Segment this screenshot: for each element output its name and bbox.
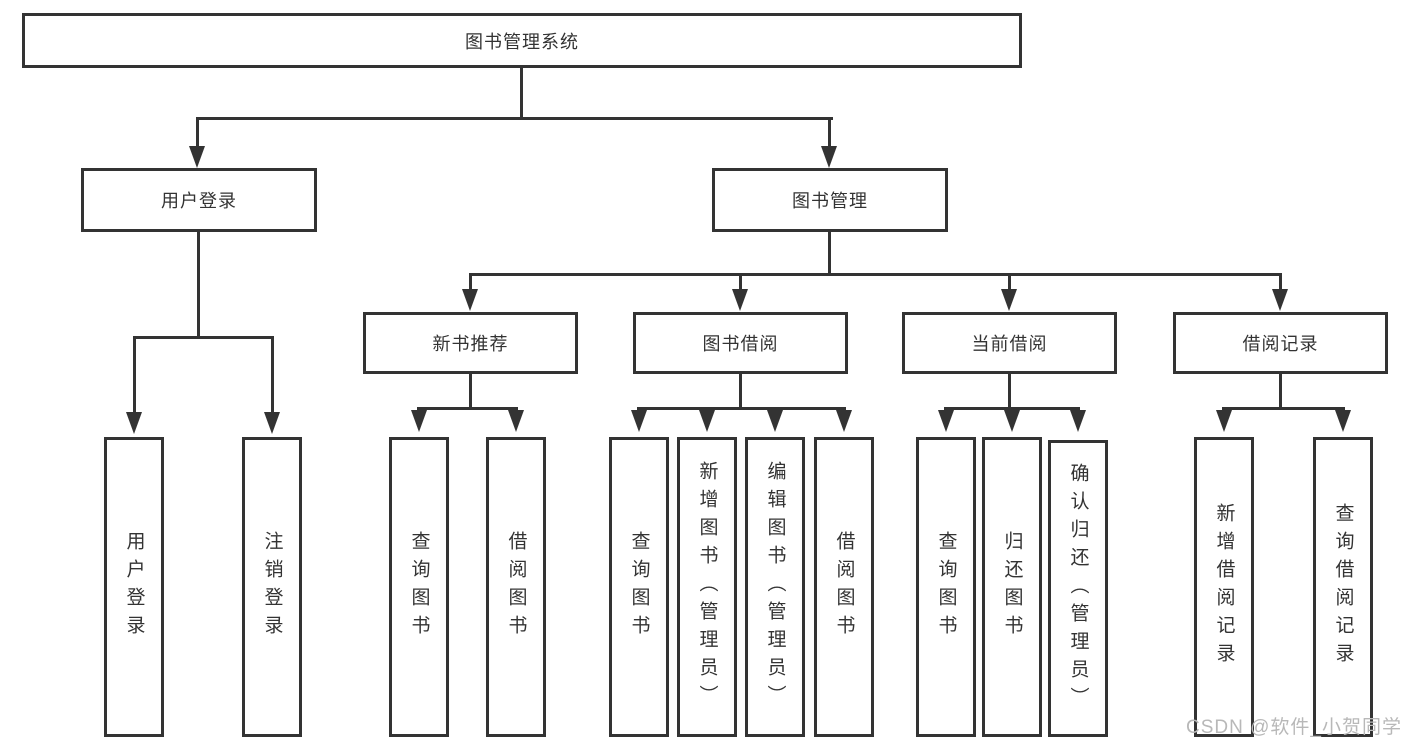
connector-line	[520, 68, 523, 118]
connector-line	[133, 336, 136, 412]
connector-line	[196, 117, 833, 120]
arrow-down-icon	[938, 410, 954, 432]
node-leaf-query-books-recommend: 查询图书	[389, 437, 449, 737]
node-label: 借阅记录	[1242, 334, 1319, 354]
node-label: 查询图书	[935, 531, 957, 643]
arrow-down-icon	[1070, 410, 1086, 432]
node-label: 注销登录	[261, 531, 283, 643]
node-current-borrowing: 当前借阅	[902, 312, 1117, 374]
arrow-down-icon	[1001, 289, 1017, 311]
arrow-down-icon	[1335, 410, 1351, 432]
connector-line	[1222, 407, 1345, 410]
node-label: 新增图书（管理员）	[696, 461, 718, 713]
node-leaf-add-books-admin: 新增图书（管理员）	[677, 437, 737, 737]
connector-line	[1279, 273, 1282, 289]
node-borrow-records: 借阅记录	[1173, 312, 1388, 374]
arrow-down-icon	[836, 410, 852, 432]
arrow-down-icon	[264, 412, 280, 434]
arrow-down-icon	[821, 146, 837, 168]
node-book-management: 图书管理	[712, 168, 948, 232]
node-book-borrowing: 图书借阅	[633, 312, 848, 374]
connector-line	[1008, 273, 1011, 289]
node-label: 查询图书	[408, 531, 430, 643]
connector-line	[469, 273, 472, 289]
arrow-down-icon	[732, 289, 748, 311]
connector-line	[828, 232, 831, 273]
arrow-down-icon	[189, 146, 205, 168]
connector-line	[1279, 374, 1282, 407]
arrow-down-icon	[767, 410, 783, 432]
node-new-book-recommend: 新书推荐	[363, 312, 578, 374]
node-leaf-confirm-return-admin: 确认归还（管理员）	[1048, 440, 1108, 737]
node-leaf-query-books-current: 查询图书	[916, 437, 976, 737]
connector-line	[469, 374, 472, 407]
node-leaf-edit-books-admin: 编辑图书（管理员）	[745, 437, 805, 737]
connector-line	[196, 117, 199, 148]
node-label: 查询借阅记录	[1332, 503, 1354, 671]
node-leaf-user-login: 用户登录	[104, 437, 164, 737]
node-leaf-add-borrow-record: 新增借阅记录	[1194, 437, 1254, 737]
node-leaf-query-borrow-record: 查询借阅记录	[1313, 437, 1373, 737]
arrow-down-icon	[631, 410, 647, 432]
node-leaf-logout: 注销登录	[242, 437, 302, 737]
arrow-down-icon	[508, 410, 524, 432]
node-label: 图书管理系统	[465, 31, 579, 52]
node-label: 用户登录	[161, 191, 237, 211]
node-label: 借阅图书	[833, 531, 855, 643]
arrow-down-icon	[699, 410, 715, 432]
arrow-down-icon	[1272, 289, 1288, 311]
node-label: 编辑图书（管理员）	[764, 461, 786, 713]
node-user-login: 用户登录	[81, 168, 317, 232]
node-root: 图书管理系统	[22, 13, 1022, 68]
node-leaf-return-books: 归还图书	[982, 437, 1042, 737]
connector-line	[739, 273, 742, 289]
node-label: 当前借阅	[971, 334, 1048, 354]
node-label: 用户登录	[123, 531, 145, 643]
connector-line	[637, 407, 846, 410]
node-label: 确认归还（管理员）	[1067, 462, 1089, 715]
node-leaf-query-books-borrowing: 查询图书	[609, 437, 669, 737]
arrow-down-icon	[411, 410, 427, 432]
node-leaf-borrow-books-recommend: 借阅图书	[486, 437, 546, 737]
node-label: 查询图书	[628, 531, 650, 643]
node-label: 新书推荐	[432, 334, 509, 354]
connector-line	[417, 407, 518, 410]
arrow-down-icon	[462, 289, 478, 311]
arrow-down-icon	[1004, 410, 1020, 432]
connector-line	[828, 117, 831, 148]
node-leaf-borrow-books: 借阅图书	[814, 437, 874, 737]
connector-line	[197, 232, 200, 336]
arrow-down-icon	[1216, 410, 1232, 432]
connector-line	[739, 374, 742, 407]
connector-line	[1008, 374, 1011, 407]
arrow-down-icon	[126, 412, 142, 434]
connector-line	[133, 336, 274, 339]
node-label: 归还图书	[1001, 531, 1023, 643]
connector-line	[944, 407, 1080, 410]
node-label: 图书借阅	[702, 334, 779, 354]
csdn-watermark: CSDN @软件_小贺同学	[1186, 717, 1402, 738]
connector-line	[469, 273, 1282, 276]
connector-line	[271, 336, 274, 412]
node-label: 新增借阅记录	[1213, 503, 1235, 671]
node-label: 图书管理	[792, 191, 868, 211]
node-label: 借阅图书	[505, 531, 527, 643]
